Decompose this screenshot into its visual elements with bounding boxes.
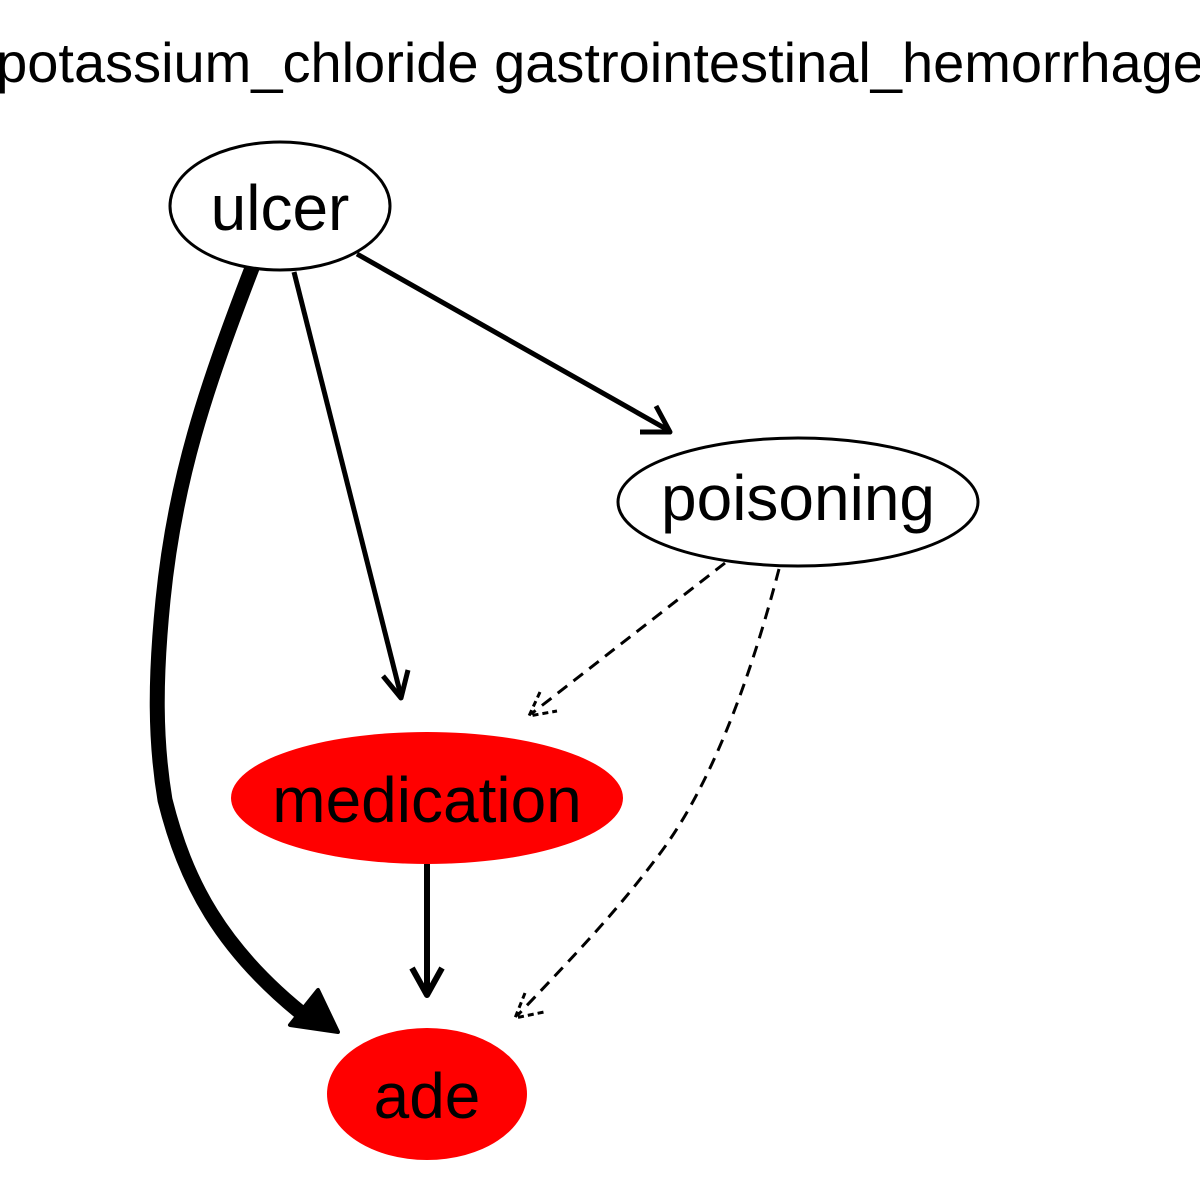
node-poisoning-label: poisoning xyxy=(661,462,935,534)
graph-title: potassium_chloride gastrointestinal_hemo… xyxy=(0,31,1200,94)
edge-ulcer-to-poisoning xyxy=(355,251,673,435)
node-medication-label: medication xyxy=(272,764,582,836)
node-ulcer: ulcer xyxy=(168,140,392,272)
edge-medication-to-ade xyxy=(409,864,445,998)
edge-ulcer-to-ade xyxy=(149,260,340,1034)
edge-poisoning-to-ade xyxy=(512,568,781,1021)
node-medication: medication xyxy=(231,732,623,864)
node-ulcer-label: ulcer xyxy=(211,172,350,244)
node-ade-label: ade xyxy=(374,1060,481,1132)
node-ade: ade xyxy=(327,1028,527,1160)
edge-poisoning-to-medication xyxy=(526,561,726,718)
node-poisoning: poisoning xyxy=(616,436,980,568)
edge-ulcer-to-medication xyxy=(291,271,411,701)
